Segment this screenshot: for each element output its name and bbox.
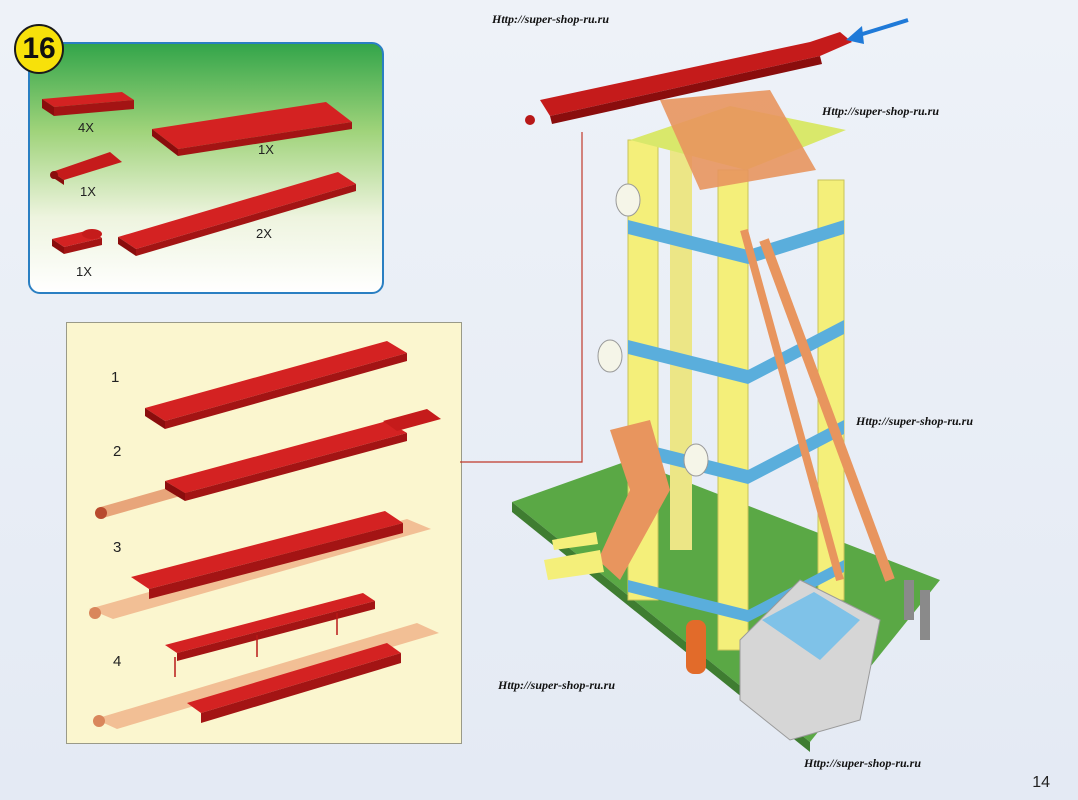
subassembly-panel: 1 2 3 4: [66, 322, 462, 744]
part-brick-1x6: [42, 92, 134, 116]
part-qty-round-plate: 1X: [76, 264, 92, 279]
control-cabin: [739, 579, 881, 741]
tower-model-illustration: [512, 32, 940, 752]
substep-3-number: 3: [113, 539, 122, 556]
substep-3-assembly: [89, 511, 431, 619]
red-boom-plate: [525, 32, 852, 125]
watermark-url-bottom-left: Http://super-shop-ru.ru: [498, 678, 616, 692]
arrow-icon: [846, 18, 909, 44]
part-wing-1x2: [50, 152, 122, 185]
watermark-url-right-mid: Http://super-shop-ru.ru: [856, 414, 974, 428]
part-qty-wing: 1X: [80, 184, 96, 199]
parts-panel: 4X 1X 1X 1X 2X: [28, 42, 384, 294]
page-number: 14: [1032, 774, 1050, 791]
substep-4-assembly: [93, 593, 439, 729]
part-qty-large-plate: 1X: [258, 142, 274, 157]
substep-2-assembly: [95, 409, 441, 519]
fire-extinguisher: [686, 620, 706, 674]
substep-1-number: 1: [111, 369, 120, 386]
part-qty-brick: 4X: [78, 120, 94, 135]
part-plate-long: [118, 172, 356, 256]
watermark-url-right-top: Http://super-shop-ru.ru: [822, 104, 940, 118]
parts-illustration: [42, 92, 356, 256]
step-number-badge: 16: [14, 24, 64, 74]
substep-4-number: 4: [113, 653, 122, 670]
substep-1-plate: [145, 341, 407, 429]
substep-2-number: 2: [113, 443, 122, 460]
subassembly-illustration: [89, 341, 441, 729]
part-plate-round: [52, 229, 102, 254]
part-plate-large: [152, 102, 352, 156]
part-qty-long-plate: 2X: [256, 226, 272, 241]
watermark-url-bottom-right: Http://super-shop-ru.ru: [804, 756, 922, 770]
tower-leg-back-left: [670, 130, 692, 550]
watermark-url-top: Http://super-shop-ru.ru: [492, 12, 610, 26]
